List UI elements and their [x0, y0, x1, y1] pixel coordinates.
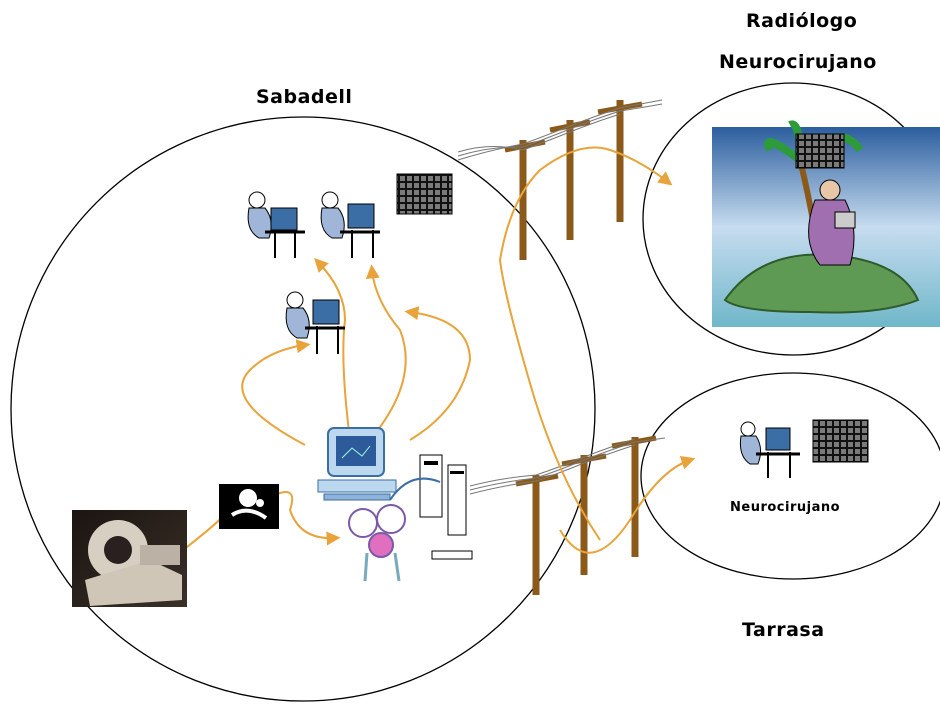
island-scene-icon: [712, 120, 940, 327]
doctor-at-computer-icon: [739, 421, 800, 478]
remote-expert-circle: [642, 82, 940, 356]
desktop-computer-icon: [317, 427, 397, 501]
remote-role-label-neurocirujano: Neurocirujano: [719, 51, 877, 73]
site-label-tarrasa: Tarrasa: [742, 619, 825, 641]
radiograph-panel-icon: [396, 173, 453, 215]
doctor-at-computer-icon: [285, 291, 345, 354]
tarrasa-role-label: Neurocirujano: [730, 500, 841, 515]
server-tower-icon: [419, 454, 473, 560]
disk-reels-icon: [348, 504, 406, 582]
ct-scanner-icon: [72, 510, 187, 607]
remote-role-label-radiologo: Radiólogo: [746, 10, 858, 32]
radiograph-panel-icon: [812, 419, 869, 463]
telephone-wires-top: [457, 99, 663, 161]
telephone-wires-bottom: [469, 437, 666, 495]
cable-icon: [389, 477, 441, 501]
xray-film-icon: [219, 484, 279, 529]
tarrasa-circle: [640, 372, 940, 580]
data-flow-arrows: [169, 146, 696, 561]
telephone-pole-icon: [519, 100, 624, 260]
sabadell-circle: [10, 116, 596, 702]
doctor-at-computer-icon: [247, 191, 305, 258]
site-label-sabadell: Sabadell: [256, 86, 353, 108]
doctor-at-computer-icon: [320, 191, 380, 258]
